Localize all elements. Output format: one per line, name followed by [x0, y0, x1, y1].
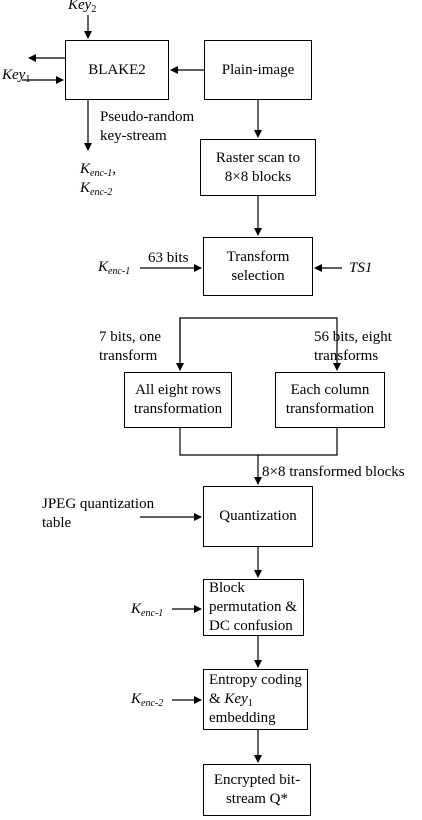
- all-rows-line2: transformation: [133, 401, 223, 417]
- entropy-coding-line3: embedding: [209, 710, 276, 726]
- pseudo-random-label: Pseudo-random key-stream: [100, 108, 194, 146]
- kenc2-entropy-base: K: [131, 691, 142, 707]
- transform-selection-line1: Transform: [226, 248, 290, 265]
- key2-base: Key: [68, 0, 92, 13]
- kenc-output-label: Kenc-1, Kenc-2: [80, 160, 116, 198]
- all-rows-line1: All eight rows: [135, 382, 221, 398]
- kenc1-output: Kenc-1,: [80, 160, 116, 179]
- jpeg-table-label: JPEG quantization table: [42, 495, 154, 533]
- entropy-coding-line2: & Key1: [209, 690, 302, 709]
- jpeg-table-line1: JPEG quantization: [42, 496, 155, 512]
- raster-scan-box: Raster scan to 8×8 blocks: [200, 139, 316, 196]
- kenc1-output-sub: enc-1: [90, 168, 113, 179]
- entropy-coding-box: Entropy coding & Key1 embedding: [203, 669, 308, 730]
- kenc2-output-sub: enc-2: [90, 187, 113, 198]
- transform-selection-box: Transform selection: [203, 237, 313, 296]
- plain-image-box: Plain-image: [204, 40, 312, 100]
- kenc2-output-base: K: [80, 180, 91, 196]
- entropy-amp: &: [209, 691, 225, 707]
- block-permutation-line2: permutation &: [209, 599, 297, 615]
- kenc1-block-label: Kenc-1: [131, 600, 163, 619]
- all-rows-box: All eight rows transformation: [124, 372, 232, 428]
- quantization-box: Quantization: [203, 486, 313, 547]
- kenc2-entropy-sub: enc-2: [141, 698, 164, 709]
- block-permutation-line3: DC confusion: [209, 618, 293, 634]
- kenc1-block-base: K: [131, 601, 142, 617]
- entropy-key-sub: 1: [247, 698, 253, 709]
- kenc1-output-comma: ,: [112, 161, 116, 177]
- key1-label: Key1: [2, 66, 30, 85]
- each-column-line2: transformation: [285, 401, 375, 417]
- transform-merge-line: [179, 428, 338, 456]
- kenc1-block-sub: enc-1: [141, 608, 164, 619]
- ts1-label: TS1: [349, 259, 372, 278]
- transformed-blocks-label: 8×8 transformed blocks: [262, 464, 405, 480]
- entropy-key-base: Key: [224, 691, 248, 707]
- plain-image-label: Plain-image: [221, 61, 295, 78]
- transform-selection-line2: selection: [231, 267, 285, 284]
- kenc1-transform-sub: enc-1: [108, 266, 131, 277]
- raster-scan-line2: 8×8 blocks: [224, 168, 292, 185]
- bits56-line1: 56 bits, eight: [314, 329, 392, 345]
- key2-label: Key2: [68, 0, 96, 15]
- raster-scan-line1: Raster scan to: [215, 149, 301, 166]
- kenc1-transform-base: K: [98, 259, 109, 275]
- each-column-line1: Each column: [290, 382, 370, 398]
- jpeg-table-line2: table: [42, 515, 72, 531]
- each-column-box: Each column transformation: [275, 372, 385, 428]
- pseudo-random-line2: key-stream: [100, 128, 167, 144]
- block-permutation-line1: Block: [209, 580, 245, 596]
- encrypted-line1: Encrypted bit-: [213, 772, 301, 788]
- pseudo-random-line1: Pseudo-random: [100, 109, 195, 125]
- encrypted-bitstream-box: Encrypted bit- stream Q*: [203, 764, 311, 816]
- kenc2-output: Kenc-2: [80, 179, 116, 198]
- bits7-line1: 7 bits, one: [99, 329, 162, 345]
- quantization-label: Quantization: [219, 508, 297, 524]
- blake2-box: BLAKE2: [65, 40, 169, 100]
- key1-sub: 1: [25, 74, 31, 85]
- bits7-line2: transform: [99, 348, 158, 364]
- kenc1-output-base: K: [80, 161, 91, 177]
- key2-sub: 2: [91, 4, 97, 15]
- blake2-label: BLAKE2: [88, 61, 146, 78]
- kenc1-transform-label: Kenc-1: [98, 258, 130, 277]
- kenc2-entropy-label: Kenc-2: [131, 690, 163, 709]
- bits63-label: 63 bits: [148, 250, 189, 266]
- bits56-line2: transforms: [314, 348, 379, 364]
- bits56-label: 56 bits, eight transforms: [314, 328, 392, 366]
- bits7-label: 7 bits, one transform: [99, 328, 161, 366]
- key1-base: Key: [2, 67, 26, 83]
- ts1-text: TS1: [349, 260, 373, 276]
- encrypted-line2: stream Q*: [225, 791, 289, 807]
- block-permutation-box: Block permutation & DC confusion: [203, 579, 304, 636]
- entropy-coding-line1: Entropy coding: [209, 672, 302, 688]
